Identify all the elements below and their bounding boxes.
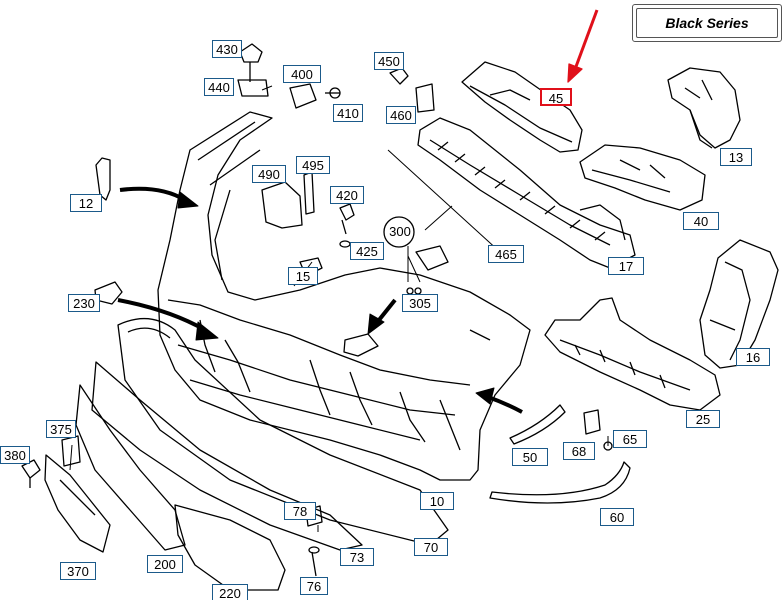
- callout-410[interactable]: 410: [333, 104, 363, 122]
- callout-460[interactable]: 460: [386, 106, 416, 124]
- callout-12[interactable]: 12: [70, 194, 102, 212]
- callout-circle-300: [383, 216, 415, 248]
- absorber-40-part: [579, 144, 706, 211]
- callout-68[interactable]: 68: [563, 442, 595, 460]
- callout-375[interactable]: 375: [46, 420, 76, 438]
- lower-spoiler-part: [44, 318, 449, 591]
- series-badge-text: Black Series: [636, 8, 778, 38]
- callout-25[interactable]: 25: [686, 410, 720, 428]
- bracket-13-part: [667, 67, 741, 149]
- callout-78[interactable]: 78: [284, 502, 316, 520]
- callout-70[interactable]: 70: [414, 538, 448, 556]
- callout-230[interactable]: 230: [68, 294, 100, 312]
- callout-15[interactable]: 15: [288, 267, 318, 285]
- callout-220[interactable]: 220: [212, 584, 248, 600]
- callout-73[interactable]: 73: [340, 548, 374, 566]
- side-bracket-25-part: [544, 297, 721, 411]
- callout-45[interactable]: 45: [540, 88, 572, 106]
- callout-200[interactable]: 200: [147, 555, 183, 573]
- callout-450[interactable]: 450: [374, 52, 404, 70]
- callout-370[interactable]: 370: [60, 562, 96, 580]
- callout-65[interactable]: 65: [613, 430, 647, 448]
- highlight-arrow: [567, 9, 599, 83]
- callout-420[interactable]: 420: [330, 186, 364, 204]
- callout-10[interactable]: 10: [420, 492, 454, 510]
- callout-300[interactable]: 300: [389, 224, 411, 239]
- callout-430[interactable]: 430: [212, 40, 242, 58]
- callout-60[interactable]: 60: [600, 508, 634, 526]
- callout-440[interactable]: 440: [204, 78, 234, 96]
- callout-305[interactable]: 305: [402, 294, 438, 312]
- callout-17[interactable]: 17: [608, 257, 644, 275]
- series-badge: Black Series: [632, 4, 782, 42]
- callout-400[interactable]: 400: [283, 65, 321, 83]
- absorber-part: [461, 61, 583, 153]
- callout-490[interactable]: 490: [252, 165, 286, 183]
- callout-465[interactable]: 465: [488, 245, 524, 263]
- callout-16[interactable]: 16: [736, 348, 770, 366]
- callout-40[interactable]: 40: [683, 212, 719, 230]
- callout-425[interactable]: 425: [350, 242, 384, 260]
- callout-50[interactable]: 50: [512, 448, 548, 466]
- callout-380[interactable]: 380: [0, 446, 30, 464]
- callout-76[interactable]: 76: [300, 577, 328, 595]
- hardware-pieces: [21, 43, 631, 577]
- support-bracket-part: [417, 117, 636, 269]
- bumper-cover-part: [157, 111, 531, 481]
- direction-arrows: [117, 186, 523, 414]
- callout-495[interactable]: 495: [296, 156, 330, 174]
- callout-13[interactable]: 13: [720, 148, 752, 166]
